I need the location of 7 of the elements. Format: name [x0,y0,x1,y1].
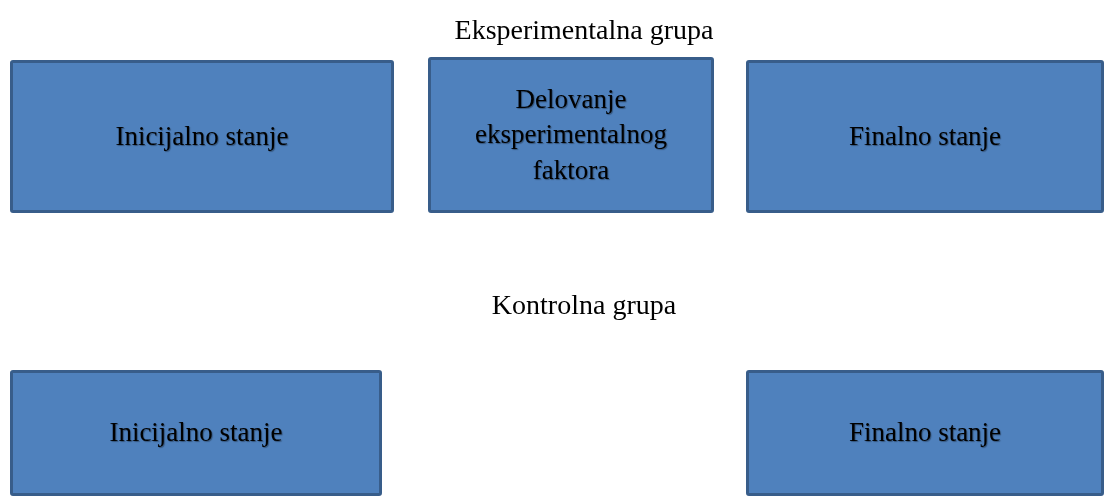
process-box: Delovanje eksperimentalnog faktora [428,57,714,213]
process-box: Finalno stanje [746,60,1104,213]
group-heading: Kontrolna grupa [490,288,678,322]
process-box: Finalno stanje [746,370,1104,496]
process-box: Inicijalno stanje [10,370,382,496]
group-heading: Eksperimentalna grupa [453,13,715,47]
process-box: Inicijalno stanje [10,60,394,213]
